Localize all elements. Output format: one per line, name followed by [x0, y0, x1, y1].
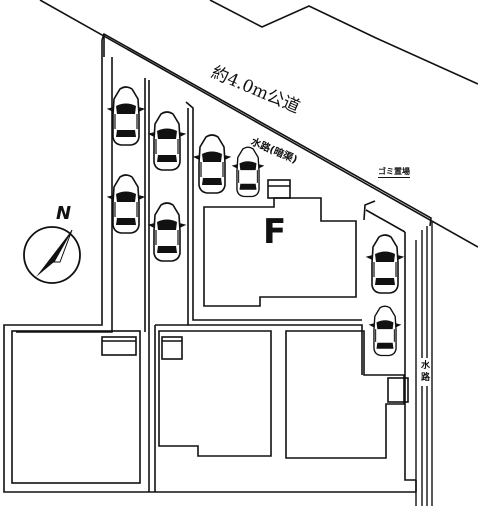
car-4	[149, 202, 185, 262]
car-2	[108, 174, 144, 234]
car-8	[369, 305, 401, 357]
car-6	[232, 146, 264, 198]
car-3	[149, 111, 185, 171]
house-3	[285, 330, 409, 459]
parking-cars	[108, 86, 403, 357]
garbage-area-label: ゴミ置場	[378, 167, 410, 178]
site-boundaries	[3, 40, 417, 493]
compass-icon	[23, 226, 81, 284]
building-f	[203, 179, 357, 307]
house-2	[158, 330, 272, 457]
public-road	[39, 0, 478, 248]
north-label: N	[56, 203, 72, 224]
side-channel-label: 水路	[418, 358, 431, 386]
lot-label: F	[263, 212, 287, 252]
car-7	[367, 234, 403, 294]
water-channel-covered	[101, 32, 432, 227]
house-1	[11, 330, 141, 484]
car-1	[108, 86, 144, 146]
car-5	[194, 134, 230, 194]
